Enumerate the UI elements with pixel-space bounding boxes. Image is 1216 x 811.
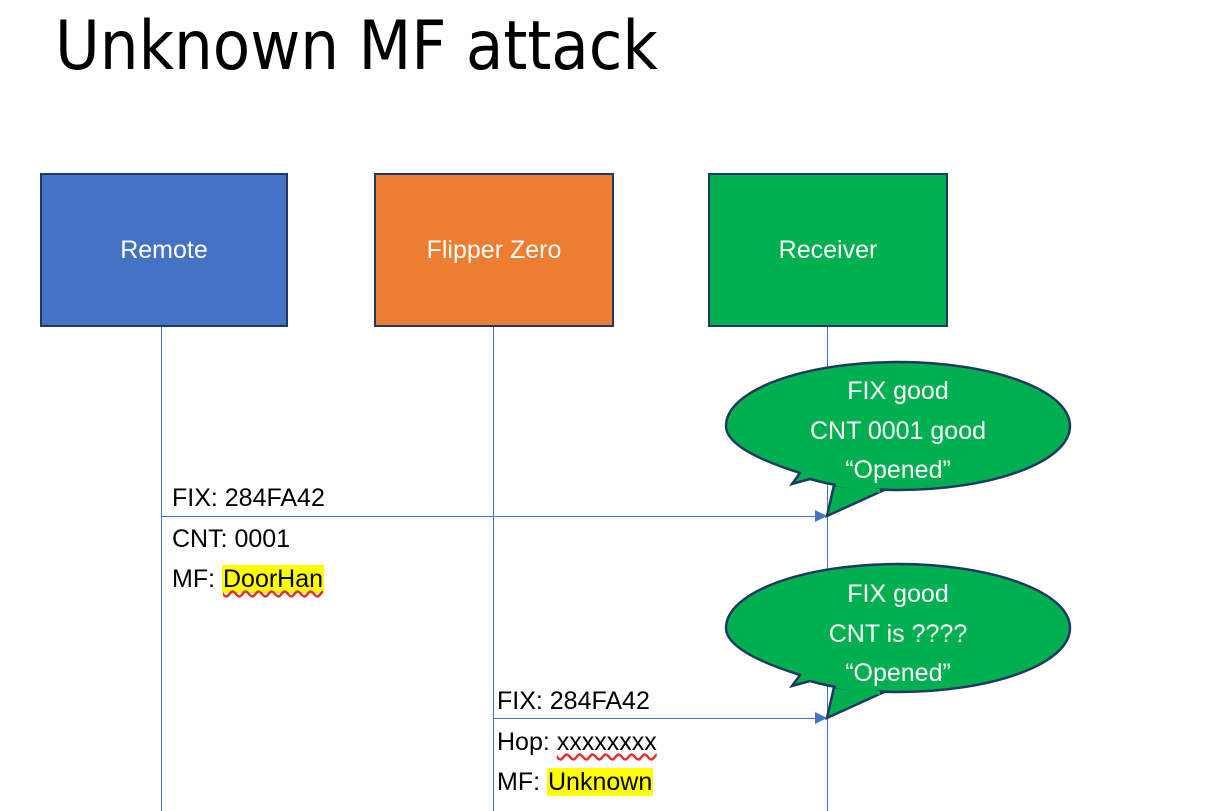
actor-label-remote: Remote xyxy=(120,235,208,264)
message-label-2-above: FIX: 284FA42 xyxy=(497,681,650,721)
callout-bubble-2-shape xyxy=(724,562,1072,721)
page-title: Unknown MF attack xyxy=(55,7,658,86)
message-2-mf-prefix: MF: xyxy=(497,768,547,796)
lifeline-flipper-zero xyxy=(493,327,494,811)
message-arrow-line-1 xyxy=(161,516,815,517)
message-arrow-line-2 xyxy=(493,718,815,719)
message-1-mf-value: DoorHan xyxy=(222,565,325,593)
message-2-hop-prefix: Hop: xyxy=(497,728,557,756)
message-label-1-below: CNT: 0001 MF: DoorHan xyxy=(172,519,325,599)
message-1-fix-line: FIX: 284FA42 xyxy=(172,484,325,512)
message-1-cnt-line: CNT: 0001 xyxy=(172,525,291,553)
callout-bubble-2: FIX good CNT is ???? “Opened” xyxy=(724,562,1072,722)
message-arrow-head-2 xyxy=(815,712,827,724)
callout-bubble-1-shape xyxy=(724,360,1072,519)
message-arrow-head-1 xyxy=(815,510,827,522)
actor-box-flipper-zero[interactable]: Flipper Zero xyxy=(374,173,614,327)
actor-label-flipper-zero: Flipper Zero xyxy=(426,235,562,264)
actor-label-receiver: Receiver xyxy=(778,235,878,264)
callout-bubble-1: FIX good CNT 0001 good “Opened” xyxy=(724,360,1072,520)
message-2-mf-value: Unknown xyxy=(547,768,654,796)
message-2-mf-line: MF: Unknown xyxy=(497,762,657,802)
actor-box-receiver[interactable]: Receiver xyxy=(708,173,948,327)
message-1-mf-prefix: MF: xyxy=(172,565,222,593)
message-label-2-below: Hop: xxxxxxxx MF: Unknown xyxy=(497,722,657,802)
actor-box-remote[interactable]: Remote xyxy=(40,173,288,327)
message-2-hop-line: Hop: xxxxxxxx xyxy=(497,722,657,762)
message-2-fix-line: FIX: 284FA42 xyxy=(497,687,650,715)
message-label-1-above: FIX: 284FA42 xyxy=(172,478,325,518)
lifeline-remote xyxy=(161,327,162,811)
message-2-hop-value: xxxxxxxx xyxy=(556,728,657,756)
message-1-mf-line: MF: DoorHan xyxy=(172,559,325,599)
